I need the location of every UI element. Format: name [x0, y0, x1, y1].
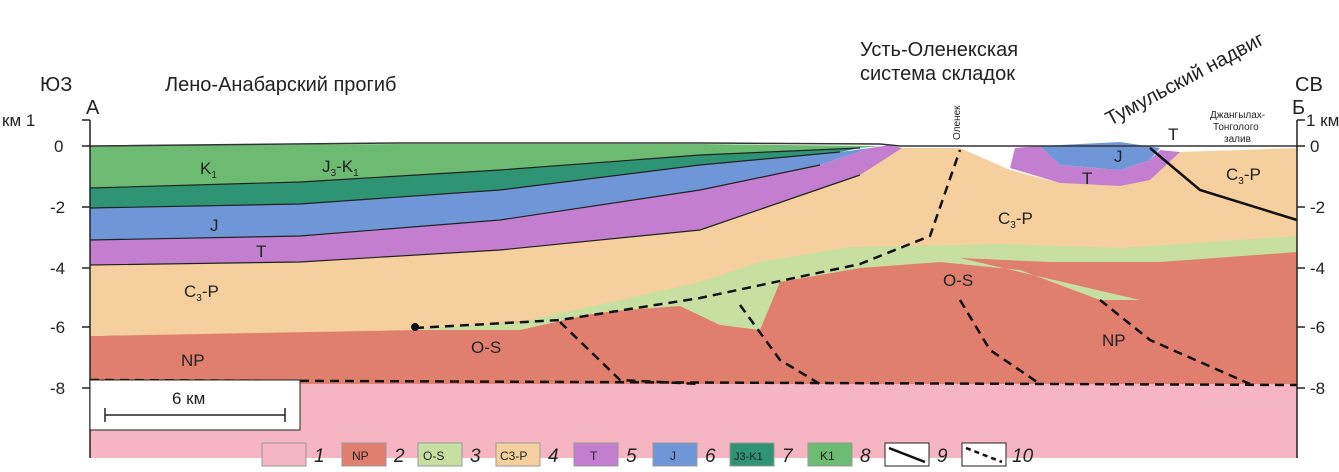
bay-line2: Тонголого — [1213, 122, 1259, 133]
c3p-layer — [90, 148, 1297, 336]
tick-left-8: -8 — [50, 379, 65, 398]
scale-bar-label: 6 км — [172, 389, 205, 408]
legend-num-8: 8 — [860, 446, 871, 467]
tick-left-4: -4 — [50, 259, 65, 278]
legend-num-6: 6 — [705, 446, 716, 467]
unit-c3p-central: C3-P — [998, 209, 1033, 231]
legend-solid-fault-icon — [888, 446, 926, 464]
boundary-lines — [89, 147, 861, 266]
legend-num-10: 10 — [1012, 446, 1034, 467]
legend-swatch-1 — [261, 442, 307, 467]
legend: 1 NP 2 O-S 3 C3-P 4 T 5 J 6 J3-K1 7 K1 8… — [261, 442, 1034, 467]
legend-num-9: 9 — [937, 446, 948, 467]
direction-sw: ЮЗ — [40, 74, 72, 96]
bay-line3: залив — [1224, 134, 1251, 145]
topography-line — [89, 142, 1297, 147]
fault-tip-dot — [411, 323, 419, 331]
axis-ticks — [82, 119, 1305, 389]
legend-code-3: O-S — [423, 449, 444, 463]
j-layer-east — [1040, 142, 1160, 170]
tick-right-4: -4 — [1310, 259, 1325, 278]
unit-np-east: NP — [1102, 331, 1126, 350]
unit-j-east: J — [1114, 147, 1123, 166]
legend-code-2: NP — [352, 449, 369, 463]
legend-swatch-7 — [729, 442, 775, 467]
section-start: А — [86, 97, 100, 119]
k1-layer — [90, 144, 880, 188]
legend-code-7: J3-K1 — [734, 451, 763, 463]
unit-t-east: T — [1082, 169, 1092, 188]
legend-swatch-2 — [341, 442, 387, 467]
bay-line1: Джангылах- — [1210, 110, 1265, 121]
j3k1-layer — [90, 148, 860, 208]
j-layer — [90, 148, 870, 240]
legend-num-2: 2 — [393, 446, 405, 467]
scale-bar-box — [89, 379, 301, 431]
unit-os-west: O-S — [471, 338, 501, 357]
region-trough: Лено-Анабарский прогиб — [165, 74, 396, 96]
legend-num-1: 1 — [314, 446, 325, 467]
thrust-faults — [89, 149, 1298, 387]
unit-t-thrust: T — [1168, 125, 1178, 144]
legend-num-3: 3 — [470, 446, 481, 467]
tick-right-8: -8 — [1310, 379, 1325, 398]
legend-swatch-8 — [807, 442, 853, 467]
legend-swatch-3 — [417, 442, 463, 467]
t-layer — [90, 145, 902, 265]
t-layer-east — [1010, 146, 1180, 186]
unit-os-central: O-S — [943, 271, 973, 290]
legend-dashed-fault-icon — [965, 446, 1003, 464]
tick-left-0: 0 — [54, 137, 63, 156]
legend-swatch-6 — [652, 442, 698, 467]
unit-j: J — [210, 216, 219, 235]
legend-swatch-4 — [495, 442, 541, 467]
legend-num-5: 5 — [626, 446, 637, 467]
legend-code-8: K1 — [820, 449, 835, 463]
unit-c3p-west: C3-P — [184, 282, 219, 304]
unit-np-west: NP — [181, 351, 205, 370]
legend-num-4: 4 — [548, 446, 559, 467]
legend-num-7: 7 — [782, 446, 794, 467]
river-label: Оленек — [952, 105, 963, 140]
tick-right-6: -6 — [1310, 318, 1325, 337]
tick-right-2: -2 — [1310, 198, 1325, 217]
axis-right-km: 1 км — [1306, 111, 1339, 130]
tick-left-2: -2 — [50, 198, 65, 217]
unit-c3p-east: C3-P — [1226, 165, 1261, 187]
legend-code-4: C3-P — [500, 449, 527, 463]
region-fold-line2: система складок — [860, 63, 1015, 85]
axis-left-km: км 1 — [2, 111, 35, 130]
legend-code-5: T — [590, 449, 598, 463]
unit-j3k1: J3-K1 — [322, 157, 359, 179]
direction-ne: СВ — [1295, 74, 1323, 96]
tumul-thrust-line — [1149, 147, 1298, 222]
tick-right-0: 0 — [1310, 137, 1319, 156]
legend-swatch-5 — [573, 442, 619, 467]
region-fold-line1: Усть-Оленекская — [860, 39, 1018, 61]
unit-t: T — [256, 242, 266, 261]
section-end: Б — [1292, 97, 1305, 119]
legend-code-6: J — [670, 449, 676, 463]
os-layer — [400, 236, 1297, 330]
unit-k1: K1 — [200, 159, 217, 181]
tick-left-6: -6 — [50, 318, 65, 337]
